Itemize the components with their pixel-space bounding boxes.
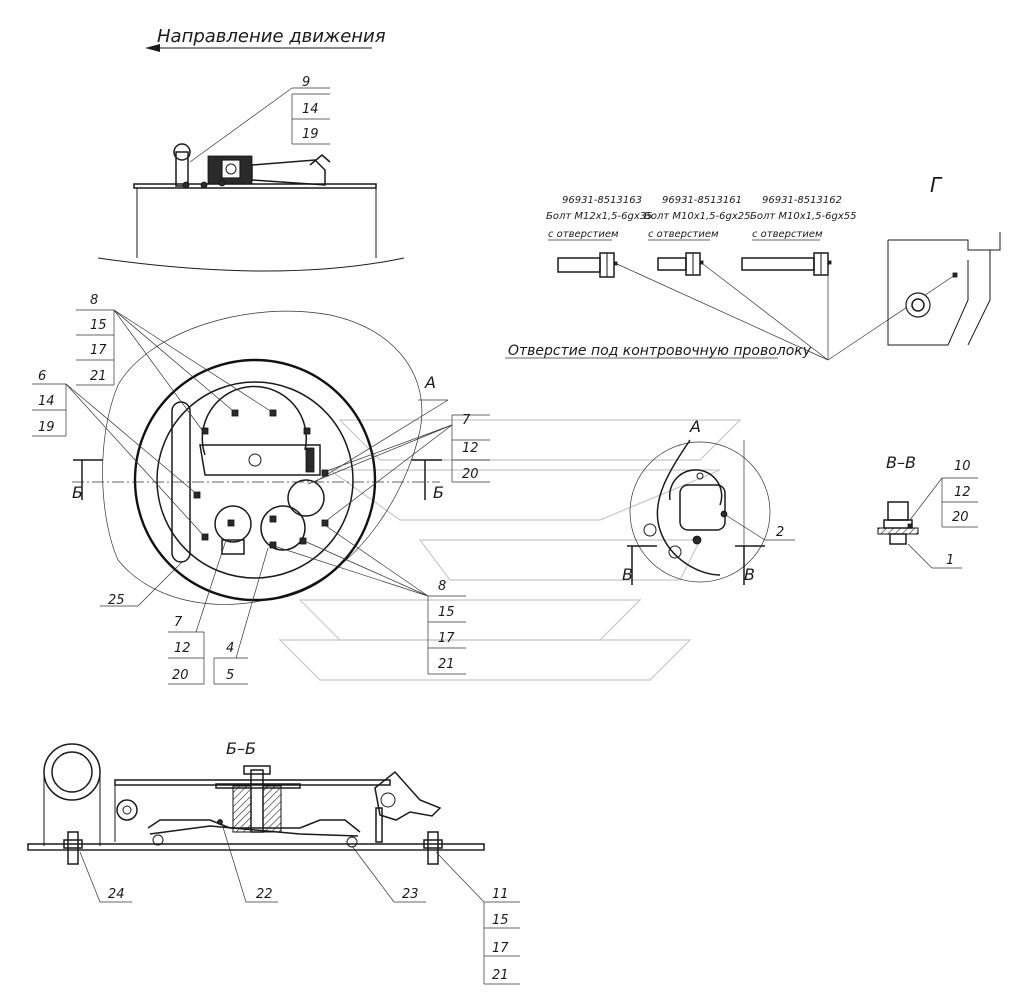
bolt-heads [193, 409, 329, 549]
callout-25: 25 [100, 561, 183, 608]
callout-label: 17 [90, 343, 107, 358]
callout-label: 8 [90, 293, 98, 308]
callout-label: 2 [776, 525, 784, 540]
callout-right-upper: 7 12 20 [307, 413, 490, 525]
view-a: А А В В 2 [314, 373, 795, 585]
section-bb: Б–Б [27, 739, 485, 865]
bolt-note: с отверстием [648, 229, 719, 240]
callout-label: 11 [492, 887, 509, 902]
bolt-name: Болт М10х1,5-6gх25 [644, 211, 751, 222]
callout-label: 20 [172, 668, 189, 683]
direction-label: Направление движения [157, 26, 386, 47]
top-side-view [97, 87, 405, 272]
callout-label: 21 [90, 369, 107, 384]
callout-label: 25 [108, 593, 125, 608]
callout-label: 7 [174, 615, 183, 630]
callout-label: 4 [226, 641, 234, 656]
bolt-drawings [557, 252, 832, 278]
cut-label: В [744, 565, 755, 584]
valve-right [260, 505, 306, 551]
callout-left-lower: 6 14 19 [32, 369, 205, 537]
callout-label: 7 [462, 413, 471, 428]
callout-label: 20 [462, 467, 479, 482]
callout-label: 21 [492, 968, 509, 983]
callout-label: 10 [954, 459, 971, 474]
cut-label: В [622, 565, 633, 584]
callout-label: 20 [952, 510, 969, 525]
callout-bottom-mid: 4 5 [213, 547, 269, 685]
cut-label: Б [433, 483, 444, 502]
direction-arrow-icon [145, 44, 160, 52]
wire-hole-callout: Отверстие под контровочную проволоку [505, 263, 956, 361]
callout-label: 6 [38, 369, 46, 384]
callout-label: 15 [90, 318, 107, 333]
callout-label: 23 [402, 887, 419, 902]
section-vv: В–В 10 12 20 1 [877, 453, 978, 569]
bolt-specs: 96931-8513163 Болт М12х1,5-6gх35 с отвер… [546, 195, 857, 241]
callout-label: 12 [174, 641, 191, 656]
callout-label: 9 [302, 75, 310, 90]
callout-label: 19 [302, 127, 319, 142]
callout-label: 8 [438, 579, 446, 594]
view-g: Г [887, 173, 1001, 346]
callout-label: 14 [302, 102, 319, 117]
callout-right-lower: 8 15 17 21 [273, 525, 466, 675]
valve-left [214, 505, 252, 543]
callout-label: 17 [438, 631, 455, 646]
callout-bottom-left: 7 12 20 [168, 539, 227, 685]
callout-label: 19 [38, 420, 55, 435]
callout-label: 22 [256, 887, 273, 902]
bolt-note: с отверстием [548, 229, 619, 240]
plan-view [72, 310, 440, 605]
callout-label: 15 [438, 605, 455, 620]
bolt-name: Болт М10х1,5-6gх55 [750, 211, 857, 222]
manhole-ring [133, 358, 377, 602]
callout-label: 17 [492, 941, 509, 956]
bolt-code: 96931-8513162 [762, 195, 842, 206]
view-label: Г [930, 173, 943, 197]
callout-label: 15 [492, 913, 509, 928]
callout-label: 5 [226, 668, 234, 683]
callout-label: 12 [462, 441, 479, 456]
bolt-code: 96931-8513163 [562, 195, 642, 206]
callout-label: 21 [438, 657, 455, 672]
view-label: А [689, 417, 701, 436]
view-label: А [424, 373, 436, 392]
watermark-logo [278, 419, 742, 681]
callout-left-upper: 8 15 17 21 [76, 293, 273, 431]
bolt-code: 96931-8513161 [662, 195, 742, 206]
wire-hole-label: Отверстие под контровочную проволоку [508, 343, 812, 359]
callout-label: 14 [38, 394, 55, 409]
callout-top: 9 14 19 [291, 75, 330, 145]
view-label: Б–Б [226, 739, 256, 758]
callout-label: 12 [954, 485, 971, 500]
cut-marker-b: Б Б [72, 459, 444, 502]
view-label: В–В [886, 453, 916, 472]
bolt-name: Болт М12х1,5-6gх35 [546, 211, 653, 222]
section-bb-callouts: 24 22 23 11 15 17 21 [79, 823, 520, 985]
direction-of-travel: Направление движения [145, 26, 386, 52]
cut-label: Б [72, 483, 83, 502]
callout-label: 24 [108, 887, 125, 902]
callout-label: 1 [946, 553, 954, 568]
bolt-note: с отверстием [752, 229, 823, 240]
